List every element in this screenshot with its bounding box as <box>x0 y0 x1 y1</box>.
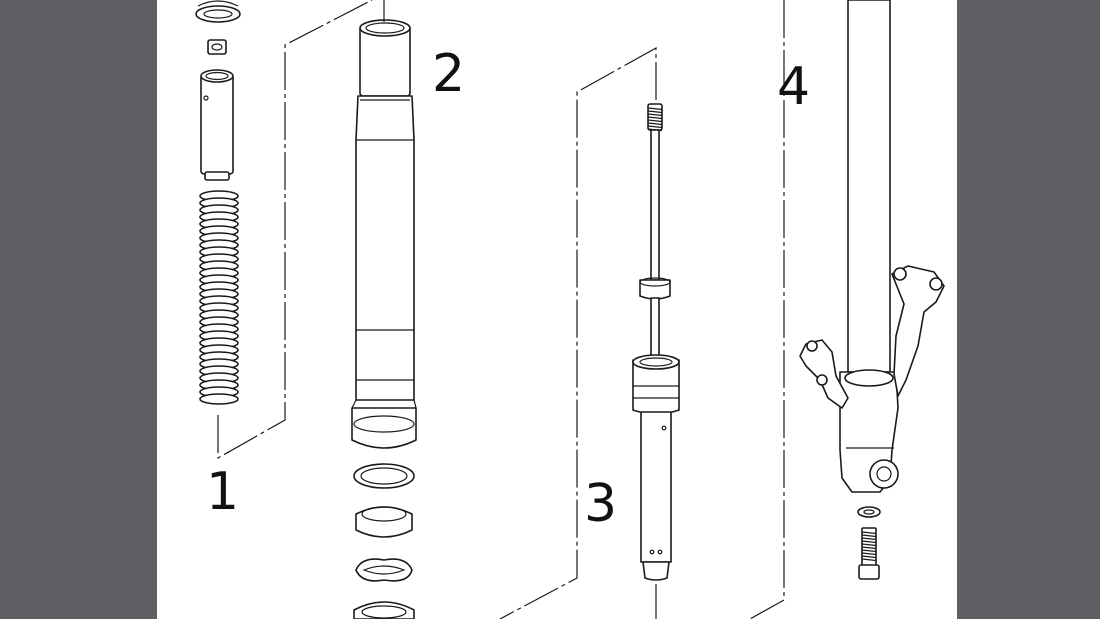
fork-spring <box>199 190 239 405</box>
drawing-panel <box>157 0 957 619</box>
damper-cartridge-assembly <box>499 46 680 619</box>
leader-line-1 <box>217 0 373 460</box>
callout-2: 2 <box>432 44 465 104</box>
callout-4: 4 <box>777 57 810 117</box>
outer-tube-assembly <box>351 0 417 619</box>
callout-3: 3 <box>584 474 617 534</box>
spring-assembly <box>195 0 373 460</box>
leader-line-3 <box>499 46 657 619</box>
callout-1: 1 <box>206 462 239 522</box>
inner-tube-assembly <box>749 0 945 619</box>
leader-line-4 <box>749 0 785 619</box>
